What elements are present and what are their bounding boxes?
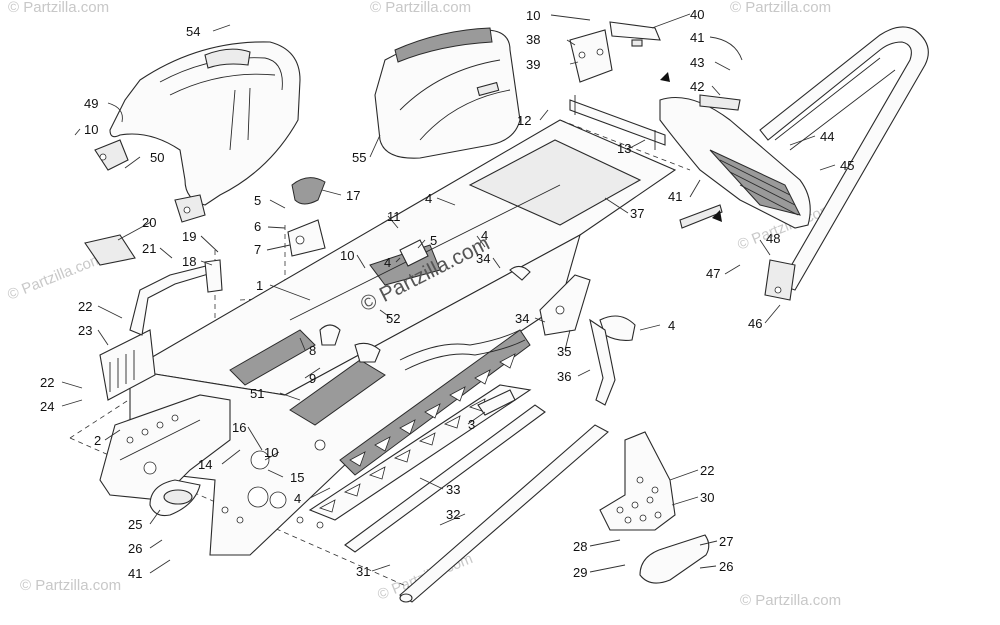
callout-37: 37 bbox=[630, 206, 644, 221]
callout-41: 41 bbox=[668, 189, 682, 204]
callout-34: 34 bbox=[515, 311, 529, 326]
slide-rails-part bbox=[344, 404, 609, 603]
callout-6: 6 bbox=[254, 219, 261, 234]
small-fittings-part bbox=[287, 177, 531, 363]
callout-13: 13 bbox=[617, 141, 631, 156]
callout-21: 21 bbox=[142, 241, 156, 256]
bracket-cluster-part bbox=[569, 21, 661, 83]
callout-26: 26 bbox=[719, 559, 733, 574]
callout-50: 50 bbox=[150, 150, 164, 165]
callout-39: 39 bbox=[526, 57, 540, 72]
callout-11: 11 bbox=[387, 209, 401, 224]
front-tunnel-side-part bbox=[99, 394, 231, 501]
callout-4: 4 bbox=[481, 228, 488, 243]
small-bracket-part bbox=[477, 389, 516, 416]
callout-24: 24 bbox=[40, 399, 54, 414]
callout-55: 55 bbox=[352, 150, 366, 165]
callout-25: 25 bbox=[128, 517, 142, 532]
callout-42: 42 bbox=[690, 79, 704, 94]
callout-29: 29 bbox=[573, 565, 587, 580]
callout-12: 12 bbox=[517, 113, 531, 128]
rear-bumper-part bbox=[759, 26, 929, 301]
callout-45: 45 bbox=[840, 158, 854, 173]
callout-3: 3 bbox=[468, 417, 475, 432]
callout-4: 4 bbox=[425, 191, 432, 206]
callout-labels: 54 49 10 50 55 10 38 39 40 41 43 42 44 4… bbox=[40, 7, 854, 581]
leader-lines bbox=[61, 13, 836, 574]
callout-5: 5 bbox=[430, 233, 437, 248]
callout-43: 43 bbox=[690, 55, 704, 70]
callout-22: 22 bbox=[78, 299, 92, 314]
tunnel-main-part bbox=[128, 119, 677, 556]
step-plate-part bbox=[639, 534, 710, 584]
reflector-part bbox=[84, 234, 136, 266]
callout-47: 47 bbox=[706, 266, 720, 281]
callout-17: 17 bbox=[346, 188, 360, 203]
callout-22: 22 bbox=[40, 375, 54, 390]
watermark-text: © Partzilla.com bbox=[740, 592, 841, 609]
callout-34: 34 bbox=[476, 251, 490, 266]
callout-2: 2 bbox=[94, 433, 101, 448]
callout-9: 9 bbox=[309, 371, 316, 386]
callout-5: 5 bbox=[254, 193, 261, 208]
callout-46: 46 bbox=[748, 316, 762, 331]
rear-flap-part bbox=[659, 94, 811, 229]
callout-48: 48 bbox=[766, 231, 780, 246]
callout-19: 19 bbox=[182, 229, 196, 244]
watermark-text: © Partzilla.com bbox=[370, 0, 471, 16]
callout-41: 41 bbox=[690, 30, 704, 45]
callout-52: 52 bbox=[386, 311, 400, 326]
callout-26: 26 bbox=[128, 541, 142, 556]
callout-7: 7 bbox=[254, 242, 261, 257]
callout-38: 38 bbox=[526, 32, 540, 47]
callout-41: 41 bbox=[128, 566, 142, 581]
callout-28: 28 bbox=[573, 539, 587, 554]
foot-step-part bbox=[149, 479, 201, 517]
callout-10: 10 bbox=[84, 122, 98, 137]
callout-36: 36 bbox=[557, 369, 571, 384]
watermark-text: © Partzilla.com bbox=[8, 0, 109, 16]
storage-bag-part bbox=[374, 27, 521, 159]
hitch-bracket-part bbox=[129, 259, 223, 336]
callout-23: 23 bbox=[78, 323, 92, 338]
callout-51: 51 bbox=[250, 386, 264, 401]
watermark-text: © Partzilla.com bbox=[730, 0, 831, 16]
callout-1: 1 bbox=[256, 278, 263, 293]
callout-8: 8 bbox=[309, 343, 316, 358]
seat-rear-cover-part bbox=[94, 41, 301, 223]
callout-20: 20 bbox=[142, 215, 156, 230]
callout-54: 54 bbox=[186, 24, 200, 39]
callout-10: 10 bbox=[526, 8, 540, 23]
top-rail-part bbox=[569, 95, 666, 150]
watermark-text: © Partzilla.com bbox=[20, 577, 121, 594]
heat-shield-part bbox=[99, 329, 156, 401]
callout-10: 10 bbox=[264, 445, 278, 460]
callout-49: 49 bbox=[84, 96, 98, 111]
callout-33: 33 bbox=[446, 482, 460, 497]
front-side-guard-part bbox=[599, 431, 676, 531]
callout-16: 16 bbox=[232, 420, 246, 435]
callout-18: 18 bbox=[182, 254, 196, 269]
callout-15: 15 bbox=[290, 470, 304, 485]
callout-35: 35 bbox=[557, 344, 571, 359]
callout-10: 10 bbox=[340, 248, 354, 263]
callout-4: 4 bbox=[384, 255, 391, 270]
callout-4: 4 bbox=[294, 491, 301, 506]
callout-14: 14 bbox=[198, 457, 212, 472]
rear-side-brackets-part bbox=[539, 274, 636, 406]
callout-32: 32 bbox=[446, 507, 460, 522]
callout-31: 31 bbox=[356, 564, 370, 579]
callout-4: 4 bbox=[668, 318, 675, 333]
callout-40: 40 bbox=[690, 7, 704, 22]
callout-30: 30 bbox=[700, 490, 714, 505]
callout-27: 27 bbox=[719, 534, 733, 549]
callout-44: 44 bbox=[820, 129, 834, 144]
watermark-text: © Partzilla.com bbox=[5, 250, 105, 304]
callout-22: 22 bbox=[700, 463, 714, 478]
